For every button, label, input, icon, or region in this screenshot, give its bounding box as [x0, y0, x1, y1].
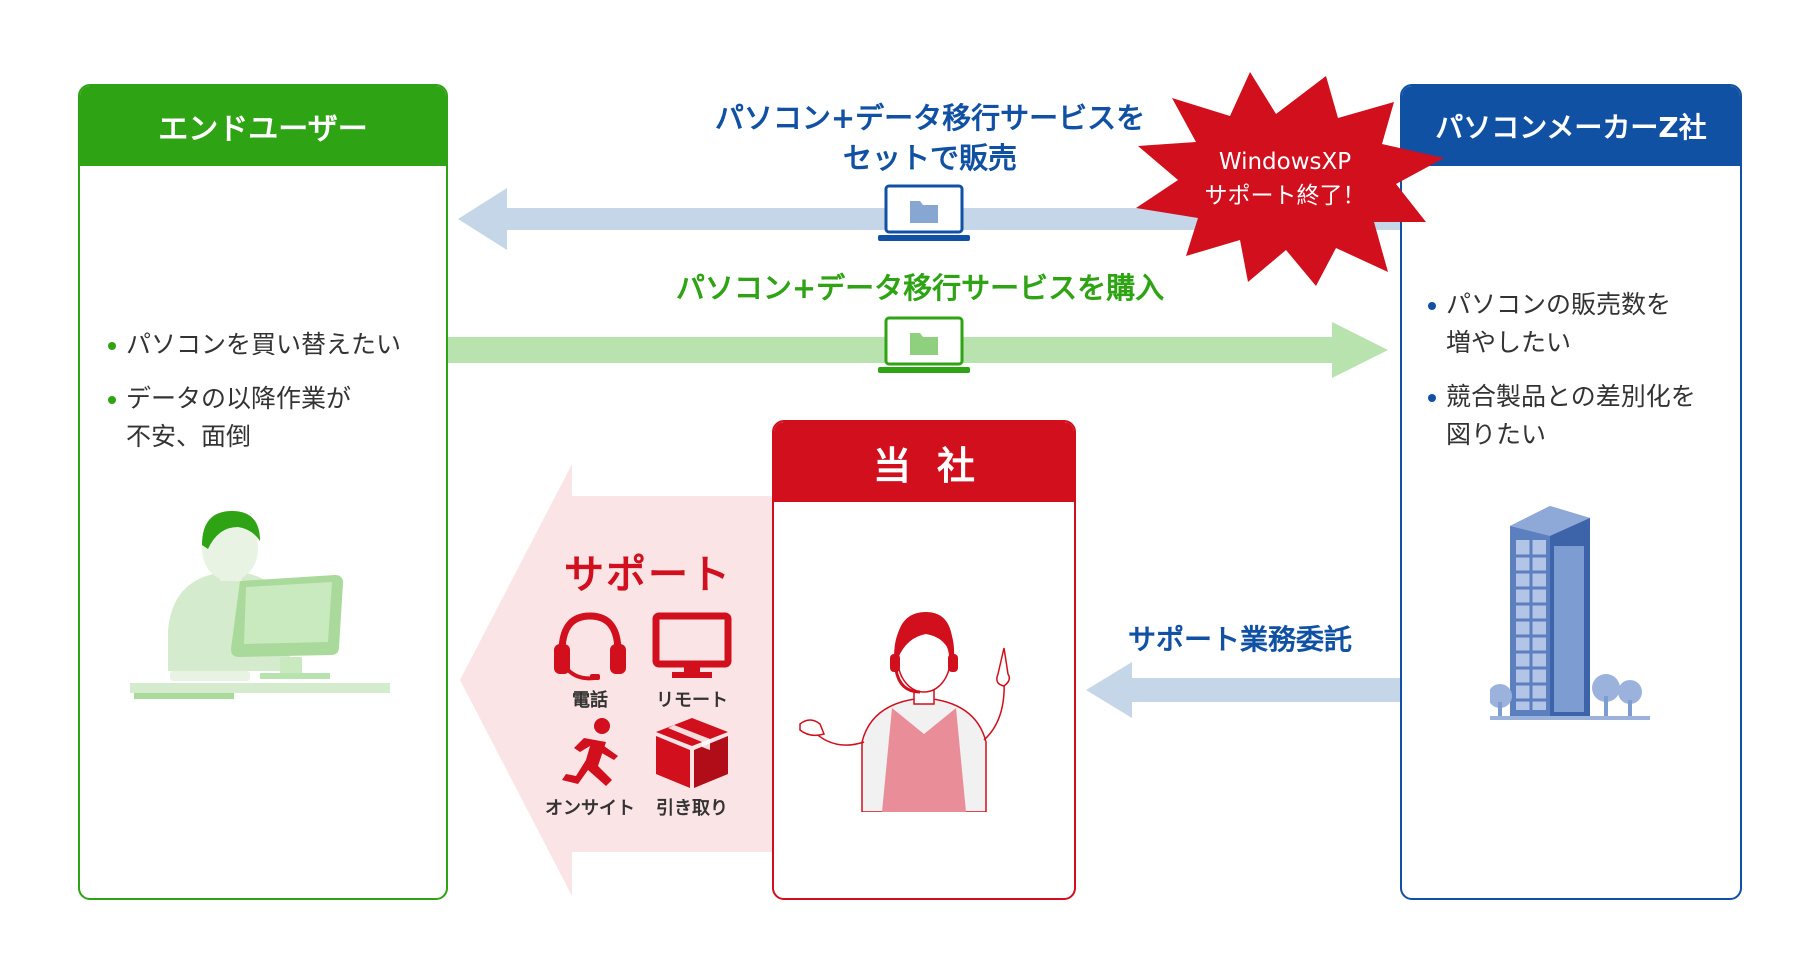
- headset-icon: [554, 612, 626, 681]
- maker-box: パソコンメーカーZ社 パソコンの販売数を 増やしたい 競合製品との差別化を 図り…: [1400, 84, 1742, 900]
- monitor-icon: [652, 612, 732, 678]
- buy-label: パソコン+データ移行サービスを購入: [675, 271, 1165, 305]
- support-caption-phone: 電話: [572, 690, 608, 711]
- support-caption-onsite: オンサイト: [545, 798, 635, 819]
- company-box: 当社: [772, 420, 1076, 900]
- support-caption-pickup: 引き取り: [656, 798, 728, 819]
- maker-bullets: パソコンの販売数を 増やしたい 競合製品との差別化を 図りたい: [1428, 286, 1728, 470]
- person-at-computer-icon: [130, 511, 390, 699]
- support-title: サポート: [564, 552, 732, 598]
- company-title: 当社: [774, 422, 1074, 502]
- bullet-item: データの以降作業が 不安、面倒: [108, 380, 438, 456]
- bullet-item: パソコンを買い替えたい: [108, 326, 438, 364]
- box-icon: [656, 718, 728, 788]
- burst-text: WindowsXP サポート終了！: [1204, 149, 1366, 209]
- running-person-icon: [562, 718, 618, 786]
- bullet-item: パソコンの販売数を 増やしたい: [1428, 286, 1728, 362]
- laptop-folder-icon: [878, 316, 970, 373]
- end-user-bullets: パソコンを買い替えたい データの以降作業が 不安、面倒: [108, 326, 438, 472]
- maker-title: パソコンメーカーZ社: [1402, 86, 1740, 166]
- office-building-icon: [1490, 506, 1650, 720]
- burst-shape: [1136, 72, 1444, 286]
- support-caption-remote: リモート: [656, 690, 728, 711]
- laptop-folder-icon: [878, 184, 970, 241]
- end-user-box: エンドユーザー パソコンを買い替えたい データの以降作業が 不安、面倒: [78, 84, 448, 900]
- support-operator-icon: [799, 612, 1011, 812]
- bullet-item: 競合製品との差別化を 図りたい: [1428, 378, 1728, 454]
- outsource-label: サポート業務委託: [1127, 623, 1352, 656]
- sell-label: パソコン+データ移行サービスを セットで販売: [714, 101, 1146, 175]
- end-user-title: エンドユーザー: [80, 86, 446, 166]
- outsource-arrow: [1086, 662, 1400, 718]
